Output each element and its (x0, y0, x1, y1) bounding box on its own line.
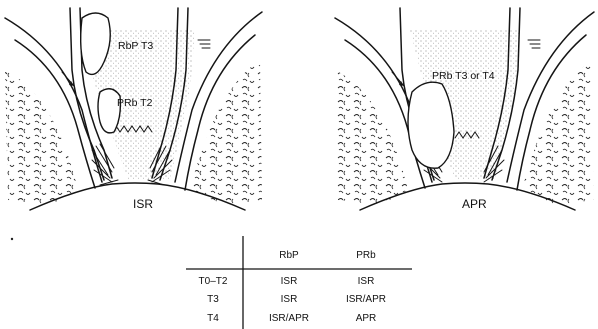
left-panel-isr-diagram: RbP T3 PRb T2 ISR (5, 8, 262, 211)
stray-dot (11, 238, 13, 240)
table-header-rbp: RbP (279, 250, 299, 261)
table-row-label: T4 (207, 313, 219, 324)
right-panel-caption: APR (462, 197, 487, 211)
table-cell: ISR (281, 294, 298, 305)
right-fat-tissue-right (522, 60, 594, 205)
table-row-label: T0–T2 (199, 276, 228, 287)
table-cell: ISR (281, 276, 298, 287)
table-cell: ISR (358, 276, 375, 287)
right-tumor-prb (408, 82, 454, 168)
left-tumor-upper-label: RbP T3 (118, 40, 153, 52)
left-tumor-lower-label: PRb T2 (117, 97, 153, 109)
left-fat-tissue-left (5, 70, 78, 205)
table-cell: APR (356, 313, 377, 324)
treatment-table: RbP PRb T0–T2 ISR ISR T3 ISR ISR/APR T4 … (186, 236, 412, 329)
left-sphincter-left (92, 144, 118, 185)
table-row-label: T3 (207, 294, 219, 305)
right-fat-tissue-left (335, 70, 408, 205)
table-cell: ISR/APR (269, 313, 309, 324)
left-fat-tissue-right (190, 60, 262, 205)
left-tumor-prb (98, 89, 120, 133)
right-peritoneal-mark (528, 40, 540, 48)
right-tumor-label: PRb T3 or T4 (432, 70, 495, 82)
left-panel-caption: ISR (133, 197, 153, 211)
table-header-prb: PRb (356, 250, 376, 261)
table-cell: ISR/APR (346, 294, 386, 305)
right-panel-apr-diagram: PRb T3 or T4 APR (335, 8, 594, 211)
left-peritoneal-mark (198, 40, 210, 48)
